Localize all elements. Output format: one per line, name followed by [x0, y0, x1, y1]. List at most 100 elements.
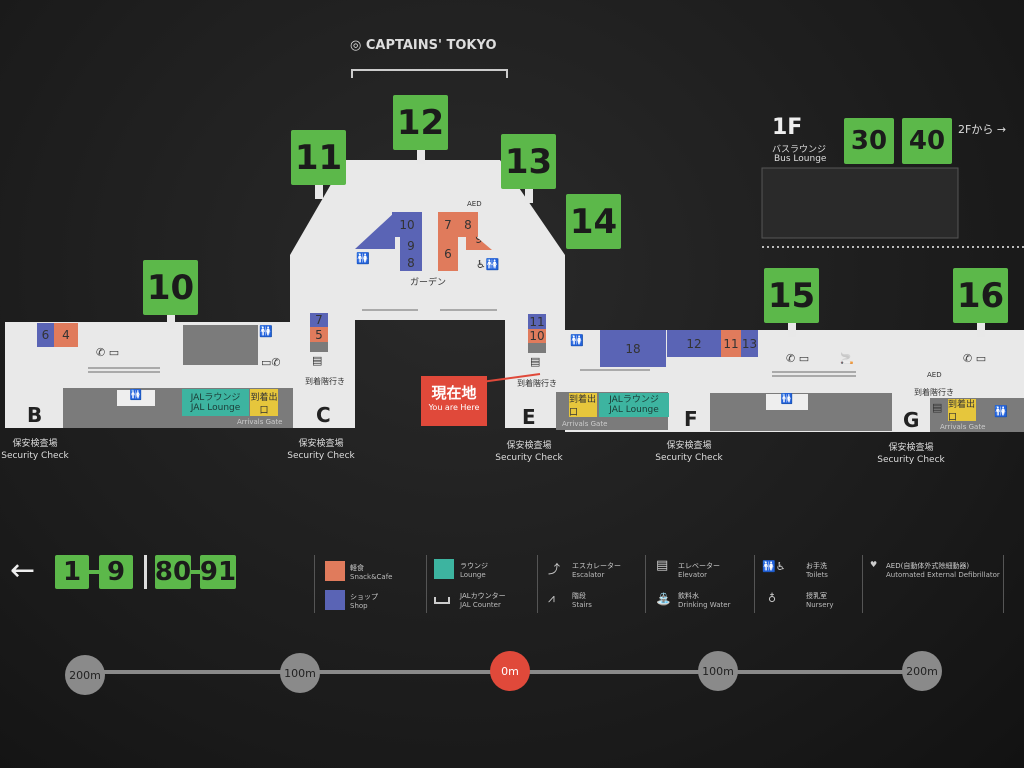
- shop-12: 12: [667, 330, 721, 357]
- escalator-icon: ⤴: [548, 562, 561, 576]
- bus-lounge-jp: バスラウンジ: [772, 145, 827, 155]
- garden-label: ガーデン: [410, 278, 447, 288]
- brand-text: CAPTAINS' TOKYO: [365, 38, 497, 53]
- toilet-icon: 🚻: [994, 405, 1008, 418]
- gate-12: 12: [393, 95, 448, 164]
- gate-14: 14: [566, 194, 621, 249]
- cafe-8: 8: [458, 212, 478, 237]
- arrivals-exit: 到着出口: [948, 399, 976, 423]
- shop-swatch: [325, 590, 345, 610]
- range-connector: [191, 570, 200, 574]
- escalator-block: [310, 342, 328, 352]
- shop-11: 11: [528, 314, 546, 329]
- to-arrivals-label: 到着階行き: [305, 377, 345, 386]
- cafe-4: 4: [54, 323, 78, 347]
- nursery-icon: ♁: [768, 592, 777, 605]
- gate-16: 16: [953, 268, 1008, 337]
- distance-marker: 200m: [902, 651, 942, 691]
- to-arrivals-label: 到着階行き: [914, 388, 954, 397]
- distance-marker: 100m: [698, 651, 738, 691]
- captains-tokyo-logo: ◎ CAPTAINS' TOKYO: [350, 38, 497, 53]
- shop-18: 18: [600, 330, 666, 367]
- cafe-7: 7: [438, 212, 458, 237]
- gate-40: 40: [902, 118, 952, 164]
- area-f: F: [684, 407, 698, 431]
- phone-internet-icon: ▭✆: [261, 356, 281, 369]
- gate-1: 1: [55, 555, 89, 589]
- shop-10: 10: [392, 212, 422, 237]
- gate-80: 80: [154, 555, 192, 589]
- elevator-icon: ▤: [656, 558, 669, 573]
- from-2f: 2Fから →: [958, 123, 1007, 136]
- phone-internet-icon: ✆ ▭: [786, 352, 810, 365]
- shop-9: 9: [400, 237, 422, 254]
- toilet-icon: 🚻: [117, 390, 155, 406]
- cafe-10: 10: [528, 329, 546, 343]
- cafe-6: 6: [438, 237, 458, 271]
- gate-91: 91: [199, 555, 237, 589]
- elevator-icon: ▤: [932, 401, 943, 414]
- shop-7: 7: [310, 313, 328, 327]
- captains-logo-icon: ◎: [350, 38, 366, 53]
- smoking-room-icon: 🚬: [840, 352, 854, 365]
- cafe-5: 5: [310, 327, 328, 342]
- arrivals-gate-label: Arrivals Gate: [562, 420, 608, 428]
- distance-marker: 100m: [280, 653, 320, 693]
- you-are-here-en: You are Here: [428, 403, 480, 412]
- toilet-icon: 🚻: [356, 252, 370, 265]
- to-arrivals-label: 到着階行き: [517, 379, 557, 388]
- legend-aed: AED(自動体外式除細動器)Automated External Defibri…: [886, 562, 1000, 579]
- distance-marker-current: 0m: [490, 651, 530, 691]
- gate-9: 9: [99, 555, 133, 589]
- aed-icon: ♥: [870, 560, 878, 569]
- elevator-icon: ▤: [530, 355, 541, 368]
- arrivals-exit: 到着出口: [250, 389, 278, 416]
- you-are-here-jp: 現在地: [431, 384, 477, 402]
- toilet-icon: 🚻: [570, 334, 584, 347]
- jal-counter-icon: [434, 597, 450, 604]
- shop-13: 13: [741, 330, 758, 357]
- gate-30: 30: [844, 118, 894, 164]
- gate-11: 11: [291, 130, 346, 199]
- phone-internet-icon: ✆ ▭: [96, 346, 120, 359]
- gate-15: 15: [764, 268, 819, 337]
- cafe-11: 11: [721, 330, 741, 357]
- area-e: E: [522, 405, 536, 429]
- toilet-icon: 🚻: [259, 325, 273, 338]
- area-c: C: [316, 403, 331, 427]
- arrivals-gate-label: Arrivals Gate: [940, 423, 986, 431]
- shop-6: 6: [37, 323, 54, 347]
- toilet-icon: 🚻: [766, 394, 808, 410]
- aed-icon: AED: [467, 200, 482, 208]
- arrivals-gate-label: Arrivals Gate: [237, 418, 283, 426]
- left-arrow-icon: ←: [10, 553, 36, 588]
- escalator-block: [528, 343, 546, 353]
- bus-lounge-en: Bus Lounge: [774, 154, 827, 164]
- snack-swatch: [325, 561, 345, 581]
- toilets-icon: 🚻♿: [762, 560, 786, 573]
- distance-marker: 200m: [65, 655, 105, 695]
- shop-8: 8: [400, 254, 422, 271]
- phone-internet-icon: ✆ ▭: [963, 352, 987, 365]
- stairs-icon: ⩘: [548, 591, 555, 605]
- lounge-swatch: [434, 559, 454, 579]
- toilet-icon: ♿🚻: [476, 258, 500, 271]
- arrivals-exit: 到着出口: [569, 393, 597, 418]
